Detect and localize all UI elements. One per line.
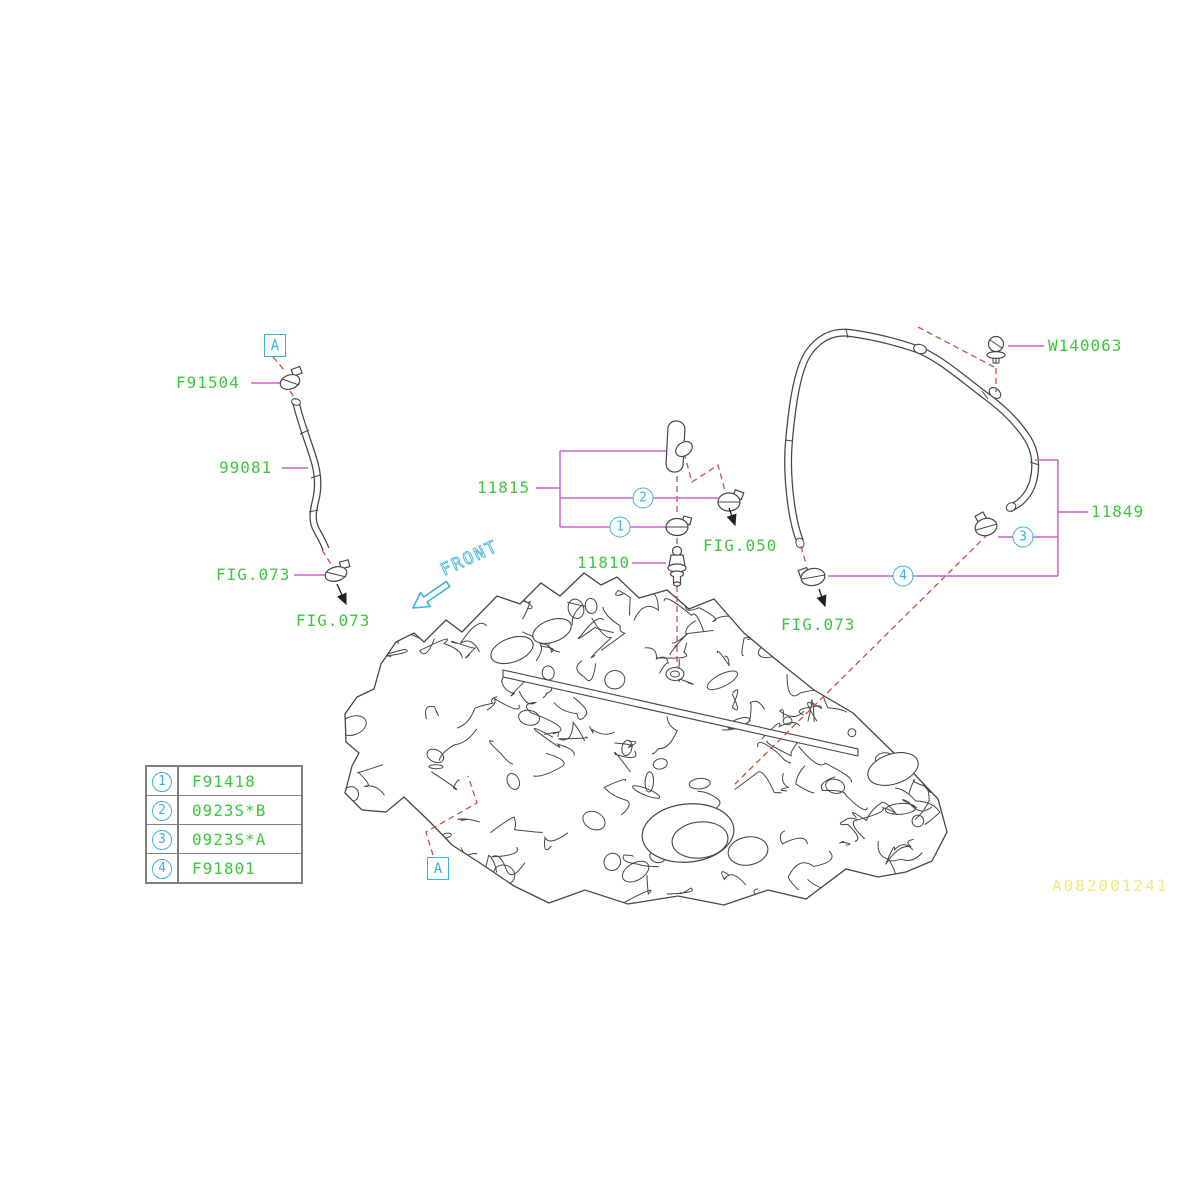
hose-mount-tab bbox=[988, 387, 1002, 399]
section-marker-a-bottom: A bbox=[427, 857, 449, 880]
hose-99081-drawing bbox=[291, 398, 330, 551]
section-marker-a-top: A bbox=[264, 334, 286, 357]
callout-3: 3 bbox=[1012, 526, 1034, 548]
ref-label-fig050: FIG.050 bbox=[703, 536, 778, 555]
ref-label-fig073-left: FIG.073 bbox=[216, 565, 291, 584]
callout-4: 4 bbox=[892, 565, 914, 587]
legend-row: 2 0923S*B bbox=[145, 795, 303, 825]
engine-block-drawing bbox=[344, 572, 948, 906]
callout-1: 1 bbox=[609, 516, 631, 538]
legend-callout: 4 bbox=[152, 858, 172, 879]
part-label-f91504: F91504 bbox=[176, 373, 240, 392]
ref-label-fig073-right: FIG.073 bbox=[781, 615, 856, 634]
legend-part-number: 0923S*A bbox=[177, 824, 303, 854]
locator-dashed-lines bbox=[272, 326, 997, 856]
front-label: FRONT bbox=[438, 537, 502, 581]
small-parts bbox=[279, 335, 1006, 587]
legend-part-number: F91801 bbox=[177, 853, 303, 884]
legend-callout: 1 bbox=[152, 771, 172, 792]
hose-mount-tab bbox=[913, 343, 927, 355]
front-direction-arrow: FRONT bbox=[412, 536, 502, 609]
legend-callout: 3 bbox=[152, 829, 172, 850]
engine-brace bbox=[502, 669, 859, 757]
part-label-11849: 11849 bbox=[1091, 502, 1145, 521]
part-label-99081: 99081 bbox=[219, 458, 273, 477]
hose-11849-drawing bbox=[784, 328, 1040, 549]
callout-2: 2 bbox=[632, 487, 654, 509]
legend-row: 1 F91418 bbox=[145, 765, 303, 796]
part-label-w140063: W140063 bbox=[1048, 336, 1123, 355]
legend-table: 1 F91418 2 0923S*B 3 0923S*A 4 F91801 bbox=[145, 765, 303, 884]
legend-callout: 2 bbox=[152, 800, 172, 821]
legend-row: 3 0923S*A bbox=[145, 824, 303, 854]
part-label-11815: 11815 bbox=[477, 478, 531, 497]
legend-part-number: 0923S*B bbox=[177, 795, 303, 825]
drawing-number: A082001241 bbox=[1052, 876, 1169, 895]
legend-part-number: F91418 bbox=[177, 765, 303, 796]
reference-arrows bbox=[336, 507, 827, 608]
ref-label-fig073-lower: FIG.073 bbox=[296, 611, 371, 630]
part-label-11810: 11810 bbox=[577, 553, 631, 572]
legend-row: 4 F91801 bbox=[145, 853, 303, 884]
